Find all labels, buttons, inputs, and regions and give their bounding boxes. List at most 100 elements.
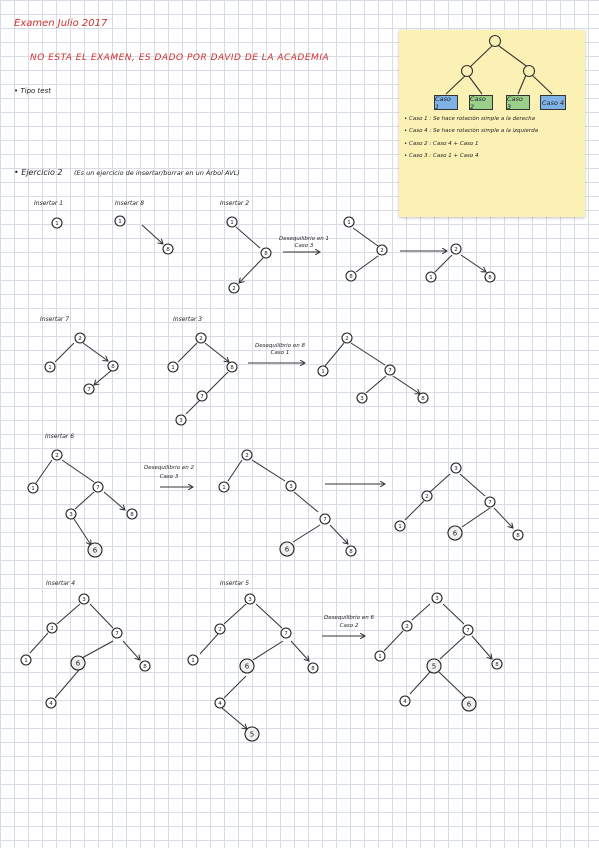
tree-node bbox=[244, 726, 260, 742]
tree-node-label: 7 bbox=[87, 387, 91, 393]
tree-node-label: 3 bbox=[454, 466, 458, 472]
tree-node-label: 1 bbox=[230, 220, 234, 226]
tree-node-label: 4 bbox=[218, 701, 222, 707]
tree-node-label: 7 bbox=[466, 628, 470, 634]
step-label-insert-1: Insertar 1 bbox=[34, 200, 64, 207]
tree-edge-arrow bbox=[141, 224, 163, 244]
tree-node-label: 3 bbox=[360, 396, 364, 402]
tree-edge bbox=[81, 640, 114, 659]
tree-node-label: 7 bbox=[200, 394, 204, 400]
tree-edge-arrow bbox=[204, 342, 229, 362]
tree-node-label: 8 bbox=[495, 662, 499, 668]
tree-edge-arrow bbox=[221, 707, 247, 729]
page-subtitle: NO ESTA EL EXAMEN, ES DADO POR DAVID DE … bbox=[30, 53, 330, 63]
tree-node-label: 7 bbox=[284, 631, 288, 637]
tree-node bbox=[399, 695, 411, 707]
tree-node bbox=[374, 650, 386, 662]
tree-edge bbox=[235, 226, 261, 249]
tree-node bbox=[356, 392, 368, 404]
step-label-insert-4: Insertar 4 bbox=[46, 580, 76, 587]
tree-node bbox=[196, 390, 208, 402]
sticky-tree-node bbox=[522, 64, 536, 78]
sticky-note-tree-diagram bbox=[445, 34, 553, 95]
tree-node-label: 8 bbox=[421, 396, 425, 402]
tree-node bbox=[139, 660, 151, 672]
tree-node-label: 2 bbox=[454, 247, 458, 253]
tree-node-label: 2 bbox=[199, 336, 203, 342]
tree-node bbox=[319, 513, 331, 525]
tree-node bbox=[421, 490, 433, 502]
tree-edge bbox=[439, 635, 466, 660]
tree-node-label: 3 bbox=[82, 597, 86, 603]
tree-edge bbox=[442, 603, 465, 625]
tree-node bbox=[425, 271, 437, 283]
tree-node bbox=[162, 243, 174, 255]
tree-edge-arrow bbox=[460, 254, 486, 272]
tree-node bbox=[394, 520, 406, 532]
tree-node bbox=[341, 332, 353, 344]
tree-node-label: 2 bbox=[345, 336, 349, 342]
tree-node-label: 2 bbox=[405, 624, 409, 630]
tree-node-label: 8 bbox=[349, 549, 353, 555]
tree-edge-arrow bbox=[493, 507, 513, 528]
sticky-note: Caso 1 Caso 2 Caso 3 Caso 4 • Caso 1 : S… bbox=[399, 30, 585, 217]
tree-node-label: 4 bbox=[403, 699, 407, 705]
tree-edge-arrow bbox=[239, 257, 264, 283]
tree-edge-arrow bbox=[392, 375, 420, 394]
tree-node-label: 2 bbox=[218, 627, 222, 633]
tree-edge-arrow bbox=[73, 518, 91, 545]
tree-node-label: 2 bbox=[78, 336, 82, 342]
tree-edge bbox=[252, 640, 284, 661]
step-label-insert-2: Insertar 2 bbox=[220, 200, 250, 207]
tree-edge bbox=[324, 342, 345, 367]
tree-node-label: 2 bbox=[232, 286, 236, 292]
tree-node bbox=[51, 449, 63, 461]
tree-node bbox=[462, 624, 474, 636]
tree-node-label: 1 bbox=[55, 221, 59, 227]
tree-node-label: 7 bbox=[488, 500, 492, 506]
tree-node-label: 1 bbox=[222, 485, 226, 491]
tree-edge bbox=[411, 603, 431, 621]
tree-node bbox=[280, 627, 292, 639]
tree-node bbox=[450, 243, 462, 255]
tree-node bbox=[484, 271, 496, 283]
tree-edge bbox=[409, 671, 431, 695]
tree-node bbox=[195, 332, 207, 344]
tree-edge bbox=[223, 603, 247, 625]
tree-edge bbox=[383, 630, 404, 652]
tree-edge bbox=[429, 473, 451, 493]
tree-node bbox=[51, 217, 63, 229]
tree-node bbox=[114, 215, 126, 227]
tree-node-label: 8 bbox=[264, 251, 268, 257]
tree-edge-arrow bbox=[329, 524, 348, 544]
tree-node bbox=[20, 654, 32, 666]
tree-node-label: 1 bbox=[378, 654, 382, 660]
tree-node-label: 6 bbox=[467, 701, 472, 709]
section-tipo-test: • Tipo test bbox=[14, 87, 51, 95]
tree-edge bbox=[255, 603, 283, 629]
tree-node bbox=[317, 365, 329, 377]
tree-edge bbox=[293, 491, 319, 513]
tree-node bbox=[175, 414, 187, 426]
tree-edge bbox=[227, 459, 243, 482]
tree-node-label: 2 bbox=[50, 626, 54, 632]
tree-node bbox=[228, 282, 240, 294]
tree-node bbox=[431, 592, 443, 604]
tree-edge-arrow bbox=[94, 369, 113, 385]
tree-edge-arrow bbox=[103, 491, 125, 510]
tree-node-label: 8 bbox=[516, 533, 520, 539]
tree-edge bbox=[438, 671, 467, 699]
tree-node-label: 2 bbox=[245, 453, 249, 459]
tree-node-label: 3 bbox=[289, 484, 293, 490]
tree-edge bbox=[89, 603, 114, 629]
tree-edge bbox=[223, 675, 247, 699]
tree-edge bbox=[355, 255, 379, 273]
tree-node bbox=[167, 361, 179, 373]
tree-node-label: 8 bbox=[311, 666, 315, 672]
tree-node-label: 1 bbox=[398, 524, 402, 530]
tree-node bbox=[417, 392, 429, 404]
tree-node bbox=[491, 658, 503, 670]
